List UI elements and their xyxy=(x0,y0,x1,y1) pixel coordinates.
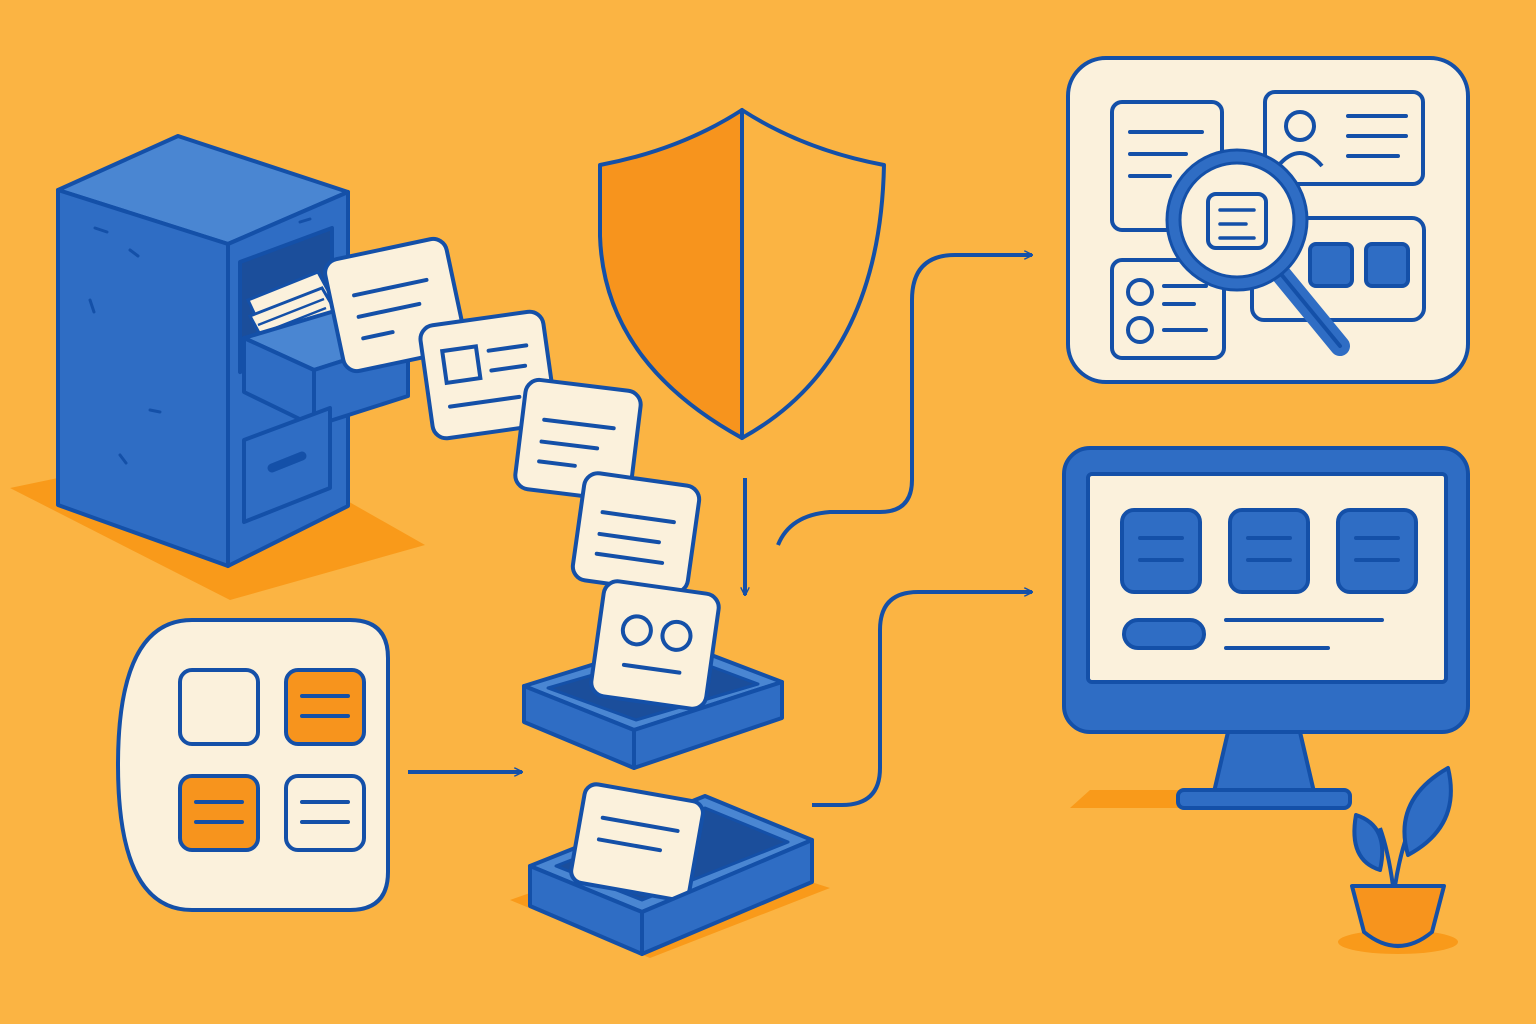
user-profile-icon xyxy=(1276,110,1324,168)
arrow-icon xyxy=(812,592,1032,807)
category-grid-icon xyxy=(115,618,390,912)
shield-icon xyxy=(598,108,886,440)
document-icon xyxy=(570,471,702,595)
magnifying-glass-icon xyxy=(1165,148,1350,356)
plant-icon xyxy=(1338,766,1458,954)
document-icon xyxy=(513,377,643,503)
arrow-icon xyxy=(776,255,1032,546)
inbox-tray-icon xyxy=(510,782,830,958)
filing-cabinet-icon xyxy=(10,134,425,600)
robot-icon xyxy=(589,579,721,711)
monitor-icon xyxy=(1062,446,1470,810)
